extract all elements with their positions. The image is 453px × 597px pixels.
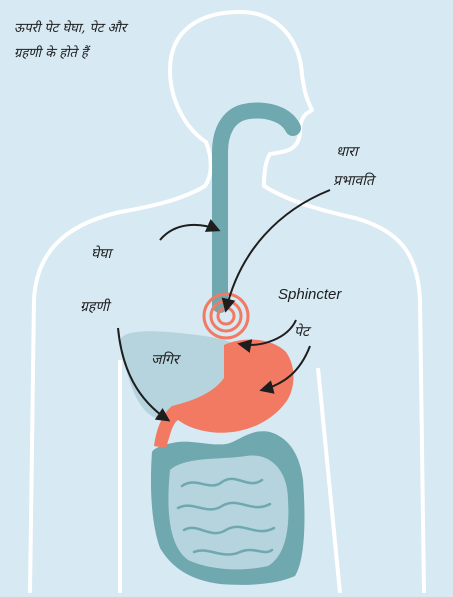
label-stomach: पेट [294,322,309,341]
right-arm-line [318,368,340,593]
esophagus [220,111,293,305]
diagram-title: ऊपरी पेट घेघा, पेट और ग्रहणी के होते हैं [14,16,126,66]
title-line-1: ऊपरी पेट घेघा, पेट और [14,16,126,41]
title-line-2: ग्रहणी के होते हैं [14,41,126,66]
mouth-dot [287,125,297,135]
sphincter-ring-inner [218,308,234,324]
label-affected-line2: प्रभावति [333,171,374,190]
label-affected-line1: धारा [336,142,358,161]
arrow-esophagus [160,225,218,240]
label-sphincter: Sphincter [278,286,341,303]
label-duodenum: ग्रहणी [80,297,109,316]
label-esophagus: घेघा [91,244,111,263]
label-liver: जगिर [151,350,179,369]
